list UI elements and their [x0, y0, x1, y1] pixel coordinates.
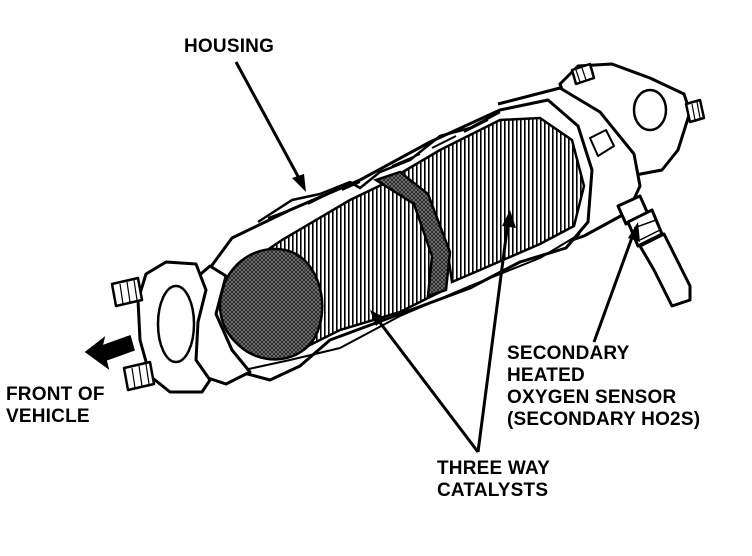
three-way-catalysts-line-1: THREE WAY	[437, 458, 551, 479]
three-way-catalysts-label: THREE WAY CATALYSTS	[437, 458, 550, 502]
housing-leader	[234, 61, 302, 181]
rear-flange-hole	[632, 88, 668, 132]
secondary-ho2s-line-3: OXYGEN SENSOR	[507, 387, 677, 408]
brick-separator-band	[373, 170, 452, 298]
secondary-ho2s-label: SECONDARY HEATED OXYGEN SENSOR (SECONDAR…	[507, 343, 700, 431]
front-direction-arrow	[84, 335, 135, 370]
three-way-catalyst-bricks	[218, 116, 586, 361]
rear-flange-bolt-right	[684, 98, 706, 124]
catalyst-arrowhead-front	[370, 310, 386, 326]
catalyst-arrowhead-rear	[502, 210, 516, 228]
secondary-ho2s-line-4: (SECONDARY HO2S)	[507, 409, 701, 430]
sensor-leader	[592, 231, 636, 343]
oxygen-sensor	[616, 194, 692, 308]
catalyst-front-face	[218, 247, 324, 361]
secondary-ho2s-line-2: HEATED	[507, 365, 585, 386]
rear-flange-bolt-top	[570, 62, 596, 86]
front-flange-bolt-top	[110, 276, 144, 308]
leader-lines	[234, 61, 640, 453]
front-of-vehicle-label: FRONT OF VEHICLE	[6, 384, 105, 428]
front-of-vehicle-line-1: FRONT OF	[6, 384, 105, 405]
housing-label: HOUSING	[184, 36, 274, 58]
secondary-ho2s-line-1: SECONDARY	[507, 343, 630, 364]
three-way-catalysts-line-2: CATALYSTS	[437, 480, 549, 501]
front-flange-bolt-bottom	[122, 360, 156, 392]
sensor-arrowhead	[628, 222, 640, 242]
front-of-vehicle-line-2: VEHICLE	[6, 406, 90, 427]
catalyst-leader-rear	[476, 221, 510, 453]
housing-label-text: HOUSING	[184, 36, 275, 57]
front-flange-assembly	[110, 260, 252, 394]
catalyst-leader-front	[376, 319, 480, 453]
housing-arrowhead	[292, 174, 306, 192]
